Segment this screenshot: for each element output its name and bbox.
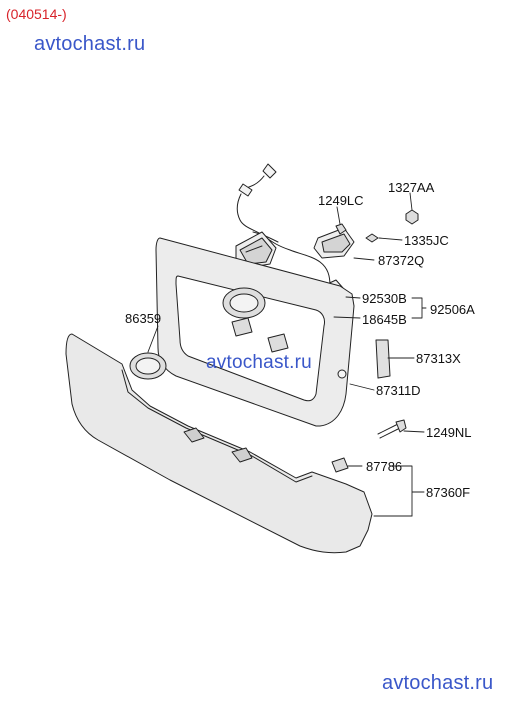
watermark-bottom: avtochast.ru — [382, 672, 494, 694]
watermark-top: avtochast.ru — [34, 33, 146, 55]
nut-1327aa — [405, 209, 419, 225]
part-label-92506a[interactable]: 92506A — [430, 302, 475, 317]
part-label-1335jc[interactable]: 1335JC — [404, 233, 449, 248]
part-label-1249lc[interactable]: 1249LC — [318, 193, 364, 208]
clip-87786 — [331, 457, 349, 473]
part-label-87360f[interactable]: 87360F — [426, 485, 471, 500]
part-label-18645b[interactable]: 18645B — [362, 312, 407, 327]
leader-lines — [147, 192, 427, 517]
wiring-harness — [236, 163, 331, 287]
part-label-92530b[interactable]: 92530B — [362, 291, 407, 306]
part-label-87311d[interactable]: 87311D — [376, 383, 421, 398]
part-label-87313x[interactable]: 87313X — [416, 351, 461, 366]
date-code: (040514-) — [6, 6, 67, 22]
part-label-87372q[interactable]: 87372Q — [378, 253, 425, 268]
emblem-86359 — [129, 352, 167, 380]
part-label-86359[interactable]: 86359 — [125, 311, 162, 326]
part-label-87786[interactable]: 87786 — [366, 459, 403, 474]
lamp-socket — [313, 227, 355, 259]
garnish-upper-87311d — [155, 237, 355, 427]
watermark-middle: avtochast.ru — [206, 352, 312, 373]
clip-1335jc — [365, 233, 379, 243]
clip-1249lc — [335, 223, 347, 235]
part-label-1249nl[interactable]: 1249NL — [426, 425, 472, 440]
screw-1249nl — [377, 419, 407, 439]
garnish-lower-87360f — [65, 333, 373, 554]
seal-87313x — [375, 339, 391, 379]
part-label-1327aa[interactable]: 1327AA — [388, 180, 435, 195]
